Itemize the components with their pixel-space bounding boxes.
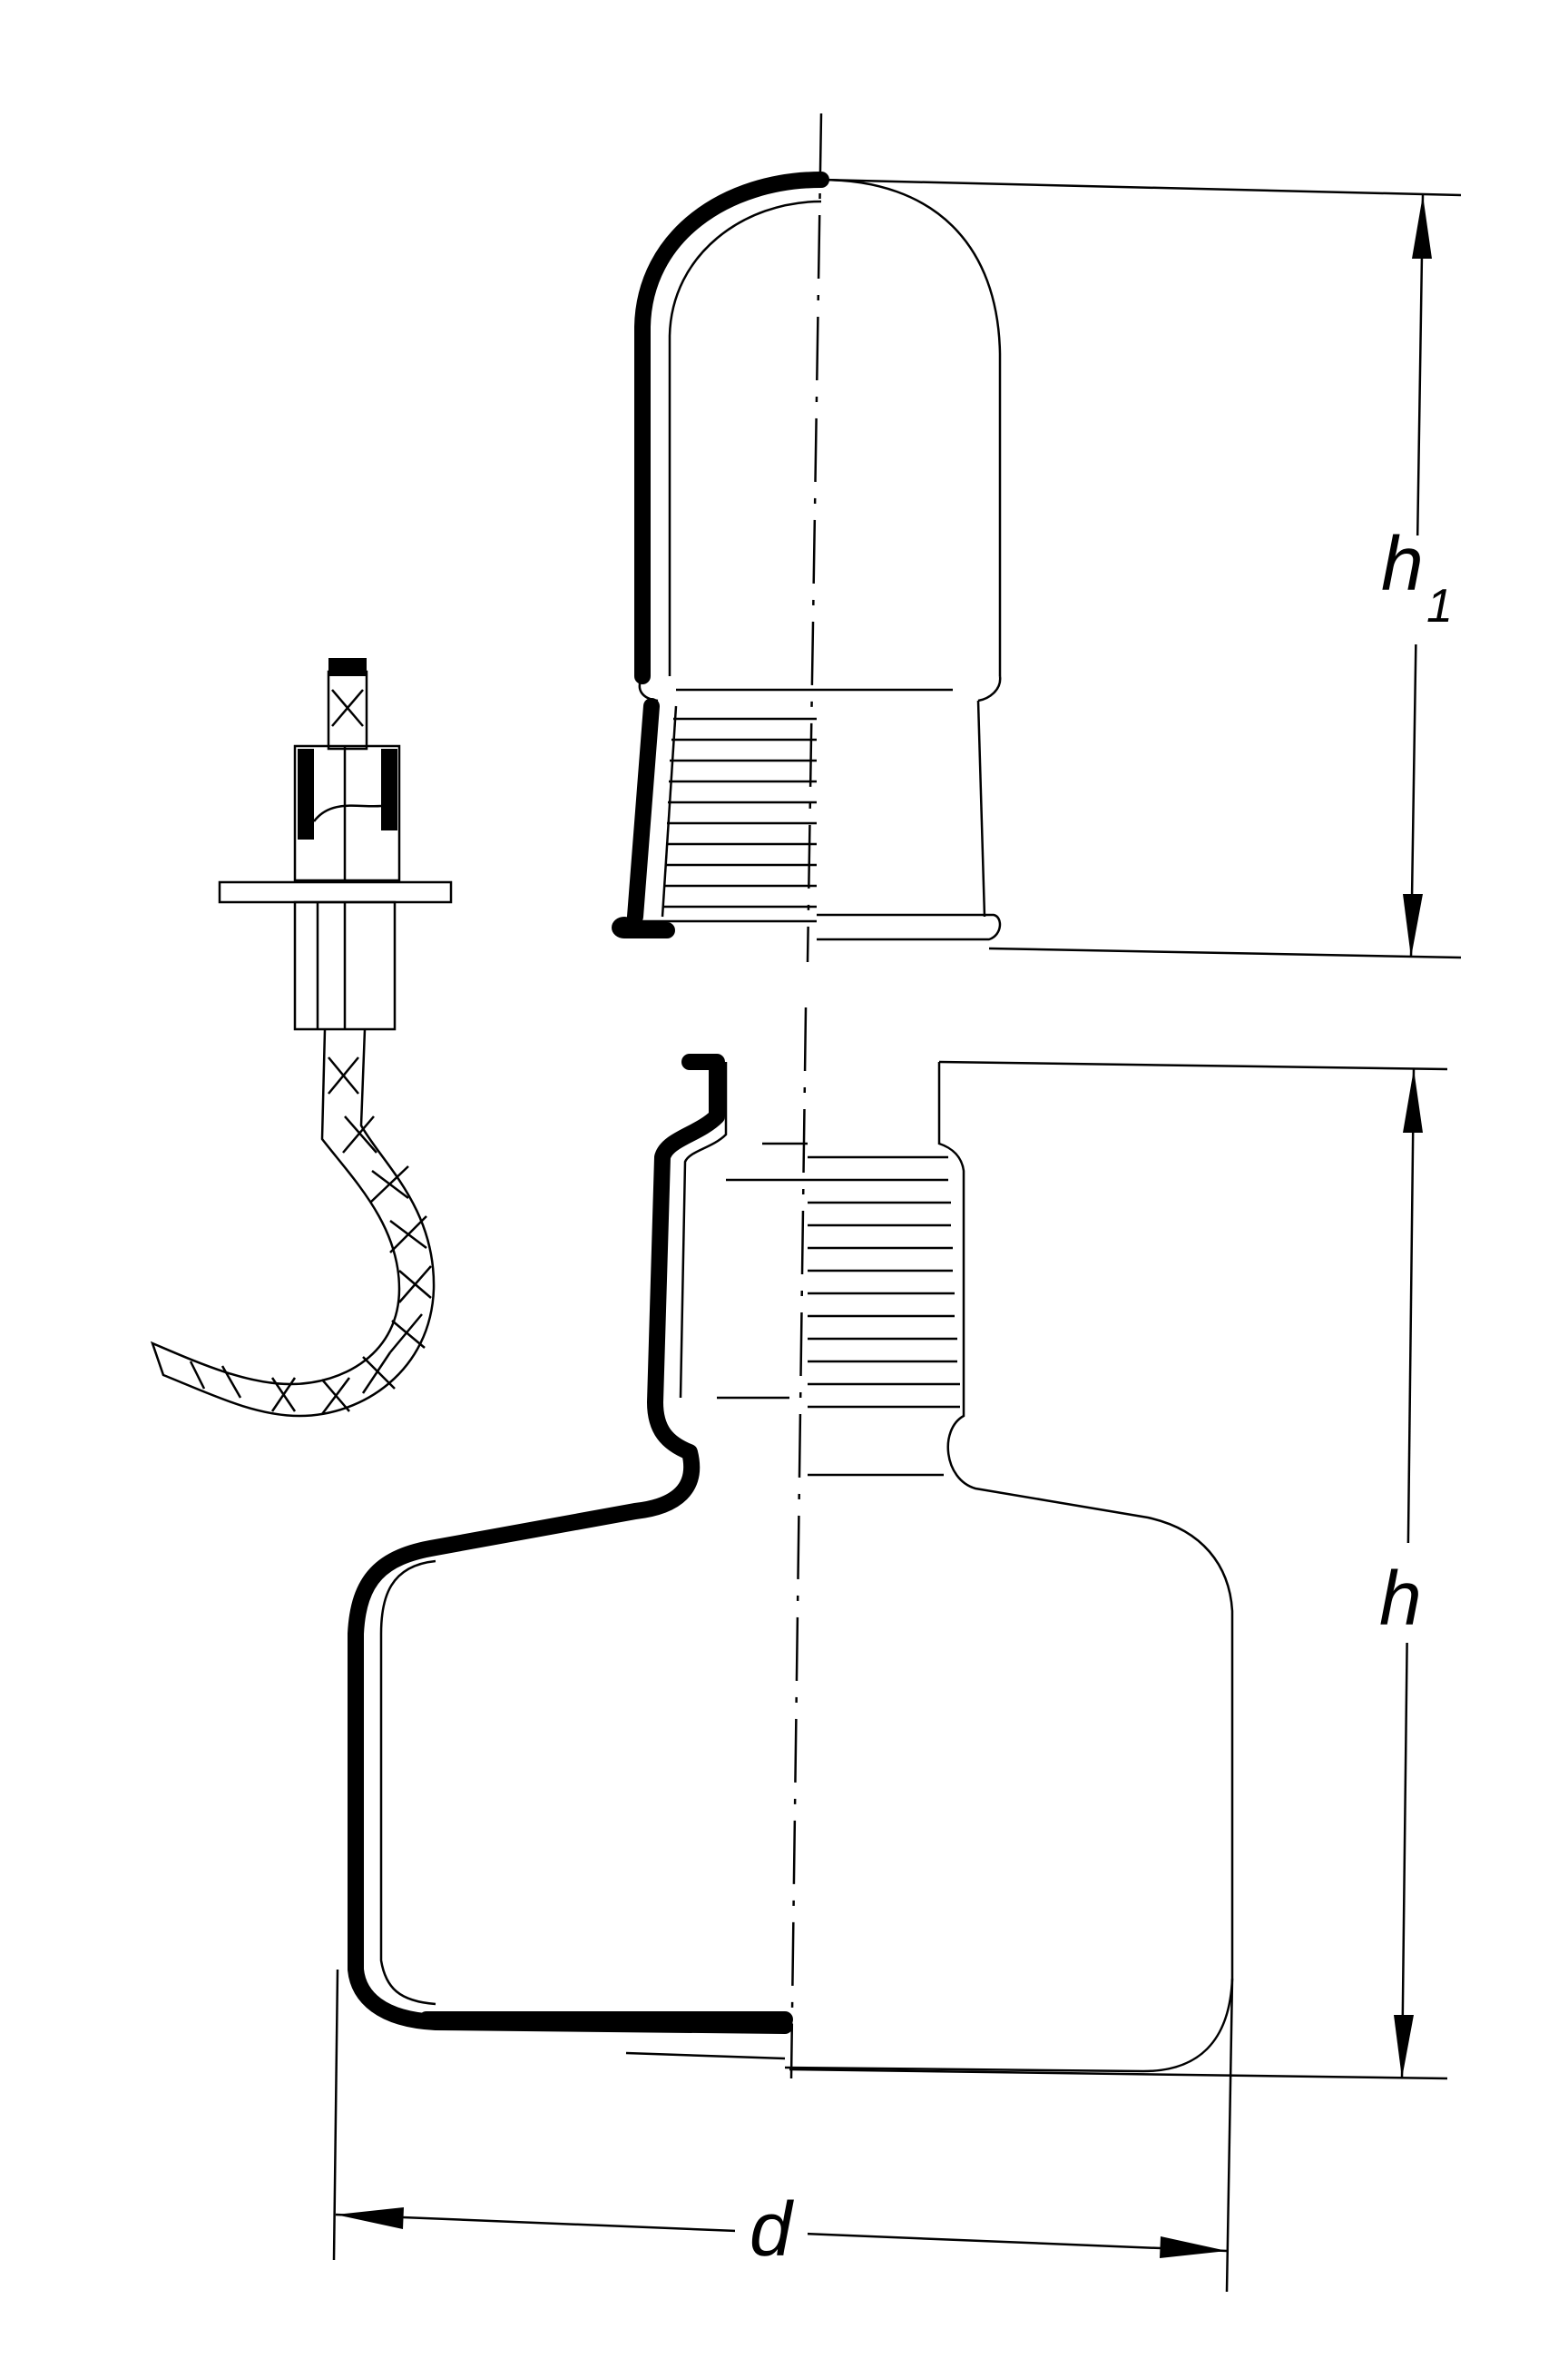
bottle-joint-hatching (808, 1155, 960, 1477)
dim-label-d: d (750, 2186, 794, 2272)
stopcock-hook-tube-outer (150, 1028, 436, 1418)
bottle-right-outline (784, 1062, 1234, 2073)
bottle-body (348, 1054, 1234, 2073)
dim-label-h: h (1379, 1556, 1422, 1641)
stopper-centerline (806, 113, 823, 963)
stopcock-hook-hatching (189, 1056, 432, 1415)
stopper-left-wall (634, 172, 829, 684)
stopper-cap (612, 172, 1002, 941)
stopper-joint-hatching (663, 688, 953, 909)
dimension-d: d (332, 1969, 1234, 2293)
stopper-right-outline (820, 178, 1002, 676)
dim-label-h1-subscript: 1 (1426, 580, 1453, 633)
stopper-joint-left (627, 698, 660, 925)
stopcock-flange (218, 880, 453, 904)
dimension-h: h (789, 1060, 1448, 2080)
stopcock-upper-body (293, 744, 401, 882)
dim-label-h1: h (1381, 521, 1424, 606)
stopcock-assembly (150, 658, 453, 1418)
bottle-centerline (789, 1007, 808, 2079)
dimension-h1: h 1 (820, 178, 1470, 959)
stopcock-top-cap (328, 658, 367, 676)
bottle-left-wall (348, 1054, 793, 2034)
